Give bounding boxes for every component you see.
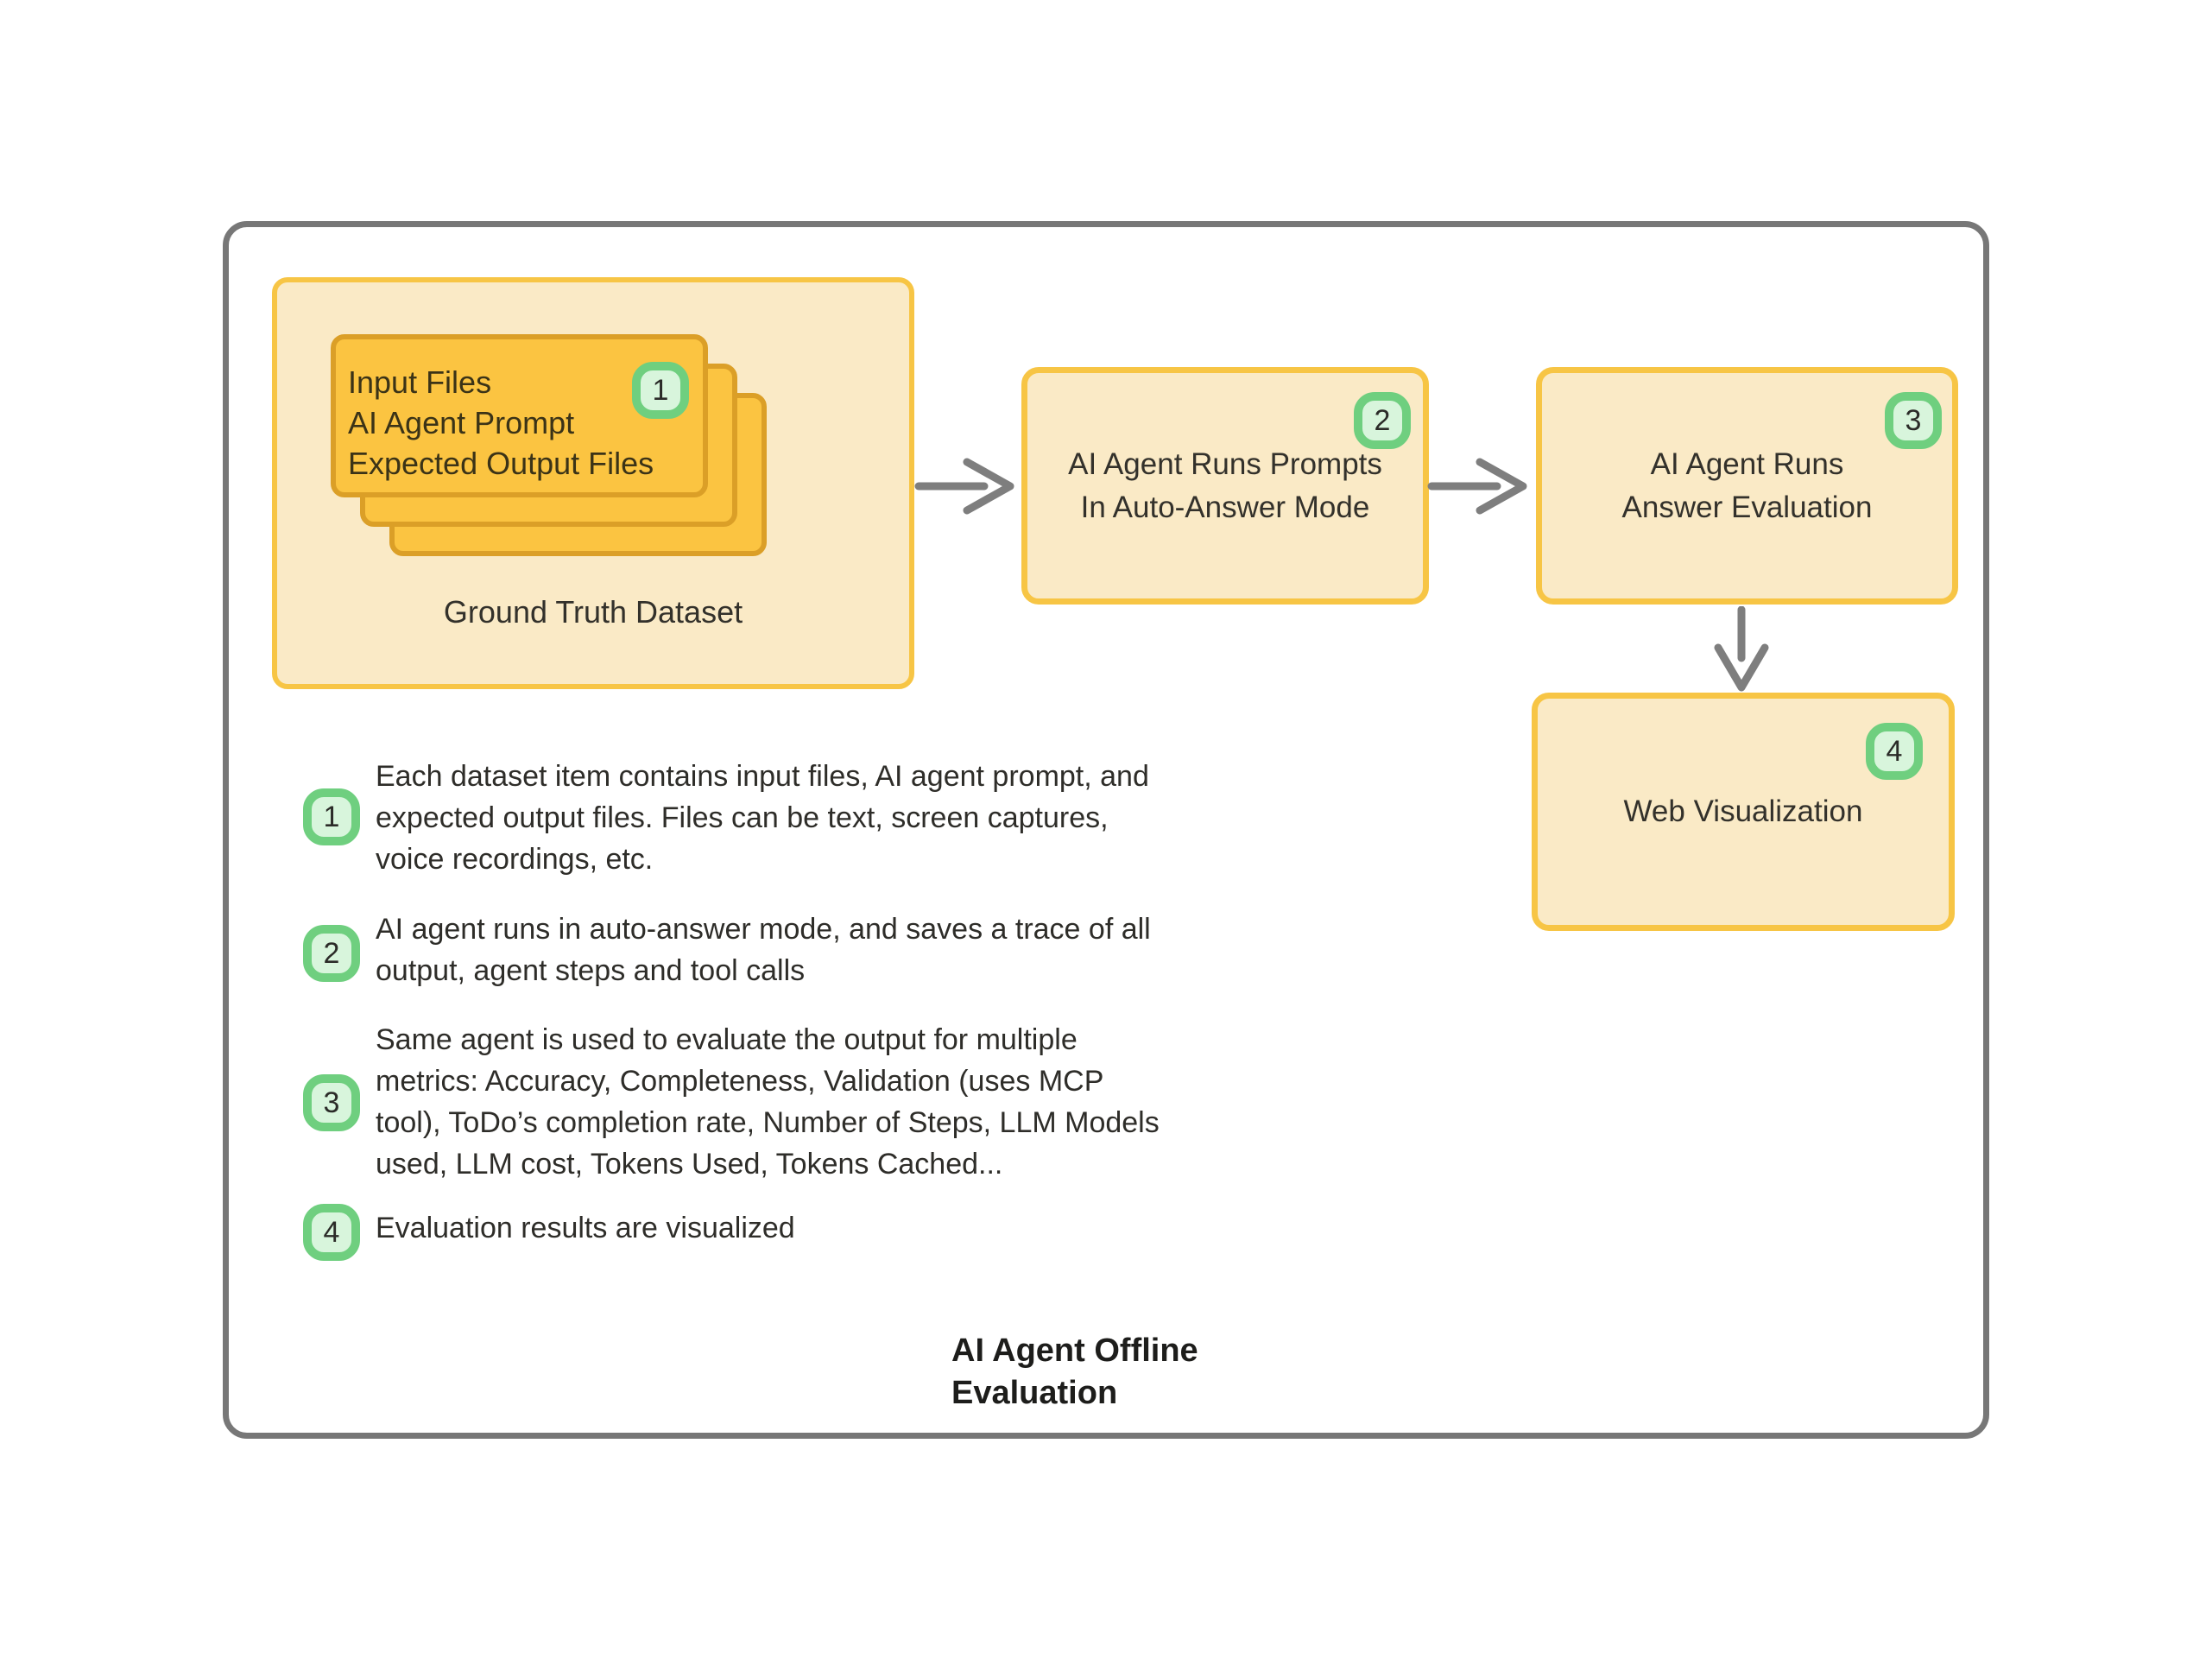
outer-frame <box>223 221 1989 1439</box>
annotation-text-4: Evaluation results are visualized <box>376 1212 795 1244</box>
ground-truth-label: Ground Truth Dataset <box>443 594 743 630</box>
annotation-badge-2: 2 <box>303 925 360 982</box>
annotation-badge-4-number: 4 <box>323 1215 340 1249</box>
annotation-text-2: AI agent runs in auto-answer mode, and s… <box>376 913 1151 987</box>
step-badge-1-number: 1 <box>652 373 669 407</box>
right-arrow-icon <box>1427 458 1527 515</box>
dataset-card-lines: Input Files AI Agent Prompt Expected Out… <box>348 364 654 481</box>
step-badge-3: 3 <box>1885 392 1942 449</box>
step-badge-3-number: 3 <box>1905 403 1922 437</box>
step-badge-2-number: 2 <box>1374 403 1391 437</box>
box-answer-evaluation-label: AI Agent Runs Answer Evaluation <box>1621 446 1873 524</box>
annotation-badge-3: 3 <box>303 1074 360 1131</box>
step-badge-4-number: 4 <box>1886 734 1903 768</box>
box-answer-evaluation: AI Agent Runs Answer Evaluation 3 <box>1536 367 1958 605</box>
annotation-badge-1-number: 1 <box>323 800 340 833</box>
annotation-badge-1: 1 <box>303 788 360 845</box>
step-badge-1: 1 <box>632 362 689 419</box>
box-web-visualization-label: Web Visualization <box>1623 795 1863 828</box>
box-web-visualization: Web Visualization 4 <box>1532 693 1955 931</box>
box-auto-answer-mode: AI Agent Runs Prompts In Auto-Answer Mod… <box>1021 367 1429 605</box>
diagram-title: AI Agent Offline Evaluation <box>951 1333 1198 1411</box>
down-arrow-icon <box>1714 606 1769 692</box>
box-auto-answer-label: AI Agent Runs Prompts In Auto-Answer Mod… <box>1068 446 1382 524</box>
dataset-card-front: Input Files AI Agent Prompt Expected Out… <box>331 334 708 497</box>
right-arrow-icon <box>914 458 1014 515</box>
step-badge-4: 4 <box>1866 723 1923 780</box>
annotation-text-1: Each dataset item contains input files, … <box>376 760 1149 876</box>
step-badge-2: 2 <box>1354 392 1411 449</box>
annotation-text-3: Same agent is used to evaluate the outpu… <box>376 1023 1160 1181</box>
annotation-badge-2-number: 2 <box>323 936 340 970</box>
annotation-badge-3-number: 3 <box>323 1086 340 1119</box>
annotation-badge-4: 4 <box>303 1204 360 1261</box>
